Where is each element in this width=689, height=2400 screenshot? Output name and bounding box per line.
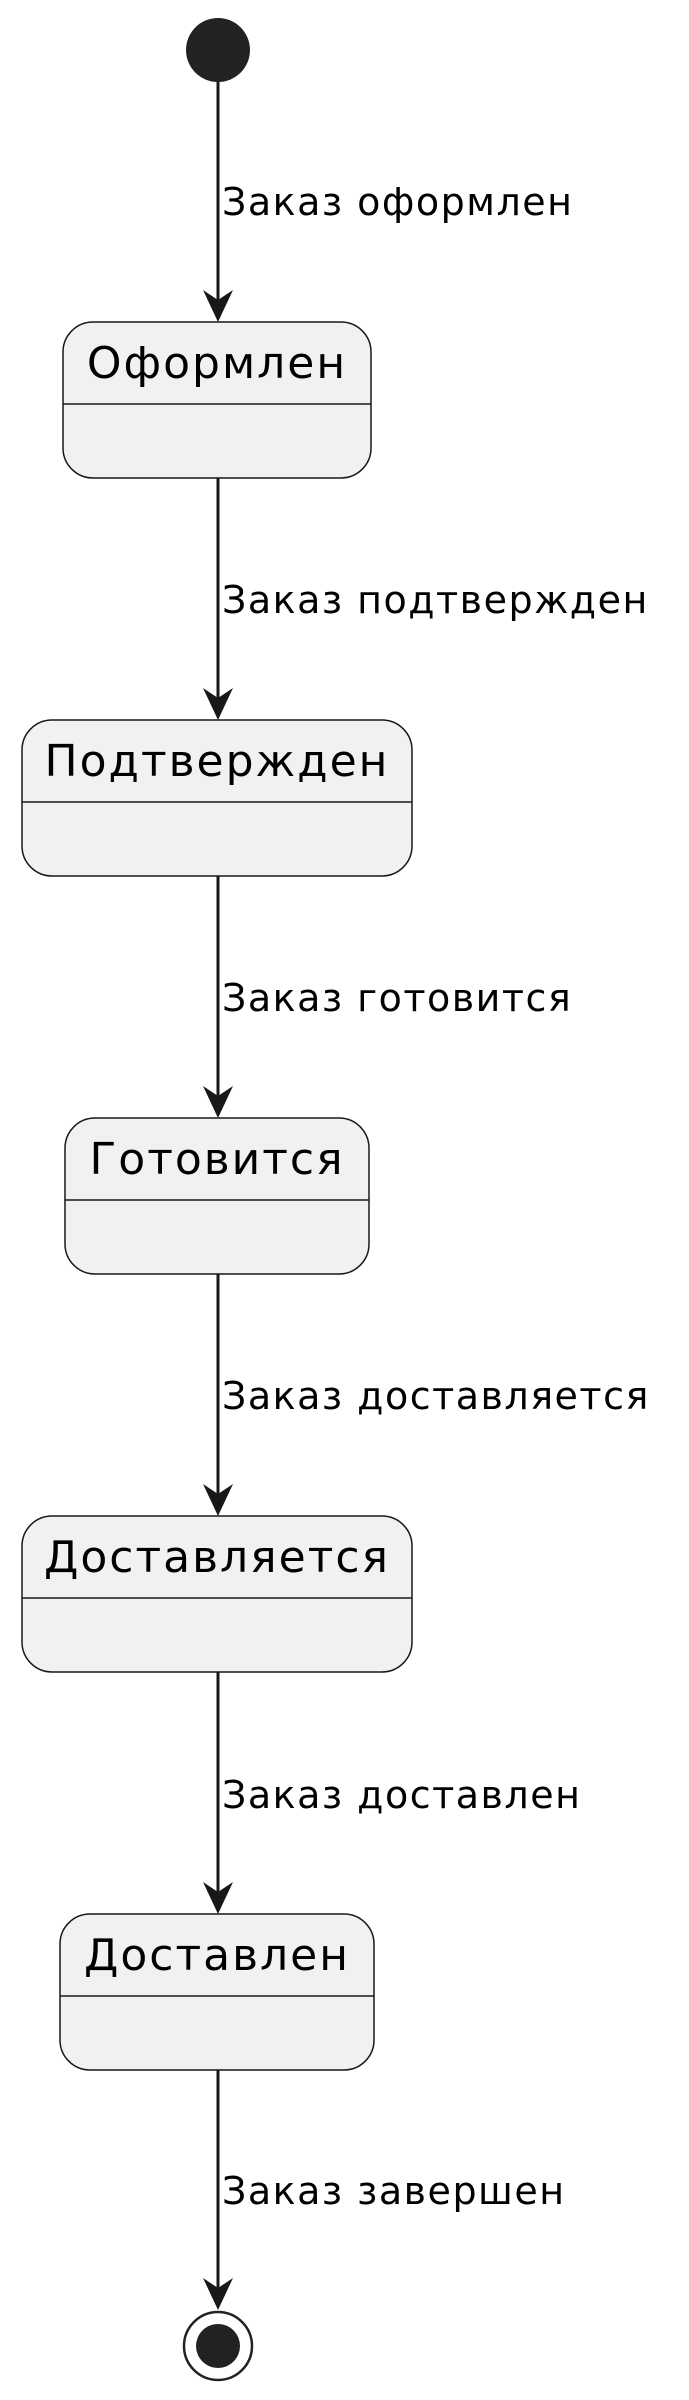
transition-label: Заказ завершен xyxy=(222,2169,566,2213)
state-label: Готовится xyxy=(89,1134,344,1185)
state-label: Оформлен xyxy=(87,338,347,389)
transition-podtverzhden-to-gotovitsya: Заказ готовится xyxy=(203,876,572,1118)
state-gotovitsya: Готовится xyxy=(64,1117,370,1275)
arrow-head-icon xyxy=(203,1484,233,1516)
transition-label: Заказ доставляется xyxy=(222,1374,650,1418)
transition-gotovitsya-to-dostavlyaetsya: Заказ доставляется xyxy=(203,1274,650,1516)
arrow-head-icon xyxy=(203,290,233,322)
state-label: Подтвержден xyxy=(45,736,390,787)
state-dostavlen: Доставлен xyxy=(59,1913,375,2071)
initial-state-node xyxy=(186,18,250,82)
transition-oformlen-to-podtverzhden: Заказ подтвержден xyxy=(203,478,649,720)
transition-start-to-oformlen: Заказ оформлен xyxy=(203,82,573,322)
final-state-node xyxy=(182,2310,254,2382)
transition-label: Заказ подтвержден xyxy=(222,578,649,622)
arrow-head-icon xyxy=(203,688,233,720)
arrow-head-icon xyxy=(203,2278,233,2310)
transition-label: Заказ доставлен xyxy=(222,1773,581,1817)
state-podtverzhden: Подтвержден xyxy=(21,719,413,877)
transition-dostavlen-to-end: Заказ завершен xyxy=(203,2070,566,2310)
arrow-head-icon xyxy=(203,1086,233,1118)
transition-dostavlyaetsya-to-dostavlen: Заказ доставлен xyxy=(203,1672,581,1914)
transition-label: Заказ готовится xyxy=(222,976,572,1020)
arrow-head-icon xyxy=(203,1882,233,1914)
state-oformlen: Оформлен xyxy=(62,321,372,479)
state-label: Доставлен xyxy=(84,1930,350,1981)
final-state-inner-dot xyxy=(196,2324,240,2368)
transition-label: Заказ оформлен xyxy=(222,180,573,224)
state-dostavlyaetsya: Доставляется xyxy=(21,1515,413,1673)
state-label: Доставляется xyxy=(44,1532,390,1583)
